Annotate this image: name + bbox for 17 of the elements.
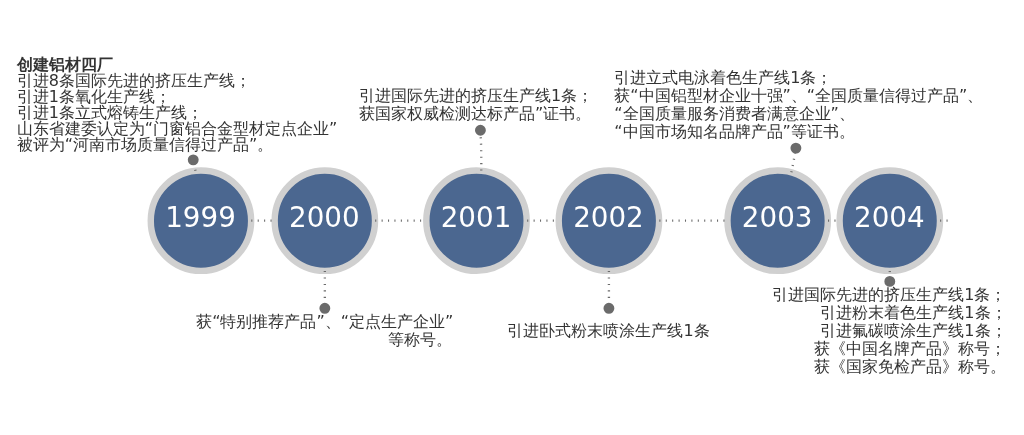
node-circle: 2003 (724, 166, 832, 274)
connector (603, 270, 615, 314)
connector (319, 270, 331, 314)
connector (474, 124, 486, 171)
node-text: 创建铝材四厂 引进8条国际先进的挤压生产线； 引进1条氧化生产线； 引进1条立式熔铸生产线； 山东省建委认定为“门窗铝合金型材定点企业” 被评为“河南市场质量信得过产品”。 (16, 54, 338, 154)
node-text: 引进国际先进的挤压生产线1条； 引进粉末着色生产线1条； 引进氟碳喷涂生产线1条； 获《中国名牌产品》称号； 获《国家免检产品》称号。 (772, 284, 1007, 376)
node-circle: 2000 (271, 166, 379, 274)
node-text: 引进国际先进的挤压生产线1条； 获国家权威检测达标产品”证书。 (359, 85, 594, 123)
node-circle: 2001 (423, 166, 530, 274)
node-text: 引进立式电泳着色生产线1条； 获“中国铝型材企业十强”、“全国质量信得过产品”、“全国质量服务消费者满意企业”、“中国市场知名品牌产品”等证书。 (614, 67, 984, 141)
connector (790, 142, 802, 173)
node-text: 引进卧式粉末喷涂生产线1条 (507, 320, 710, 340)
node-circle: 2002 (555, 166, 663, 274)
connector (251, 219, 275, 222)
node-circle: 1999 (147, 166, 255, 274)
node-circle: 2004 (836, 166, 944, 274)
node-text: 获“特别推荐产品”、“定点生产企业”等称号。 (196, 311, 454, 349)
